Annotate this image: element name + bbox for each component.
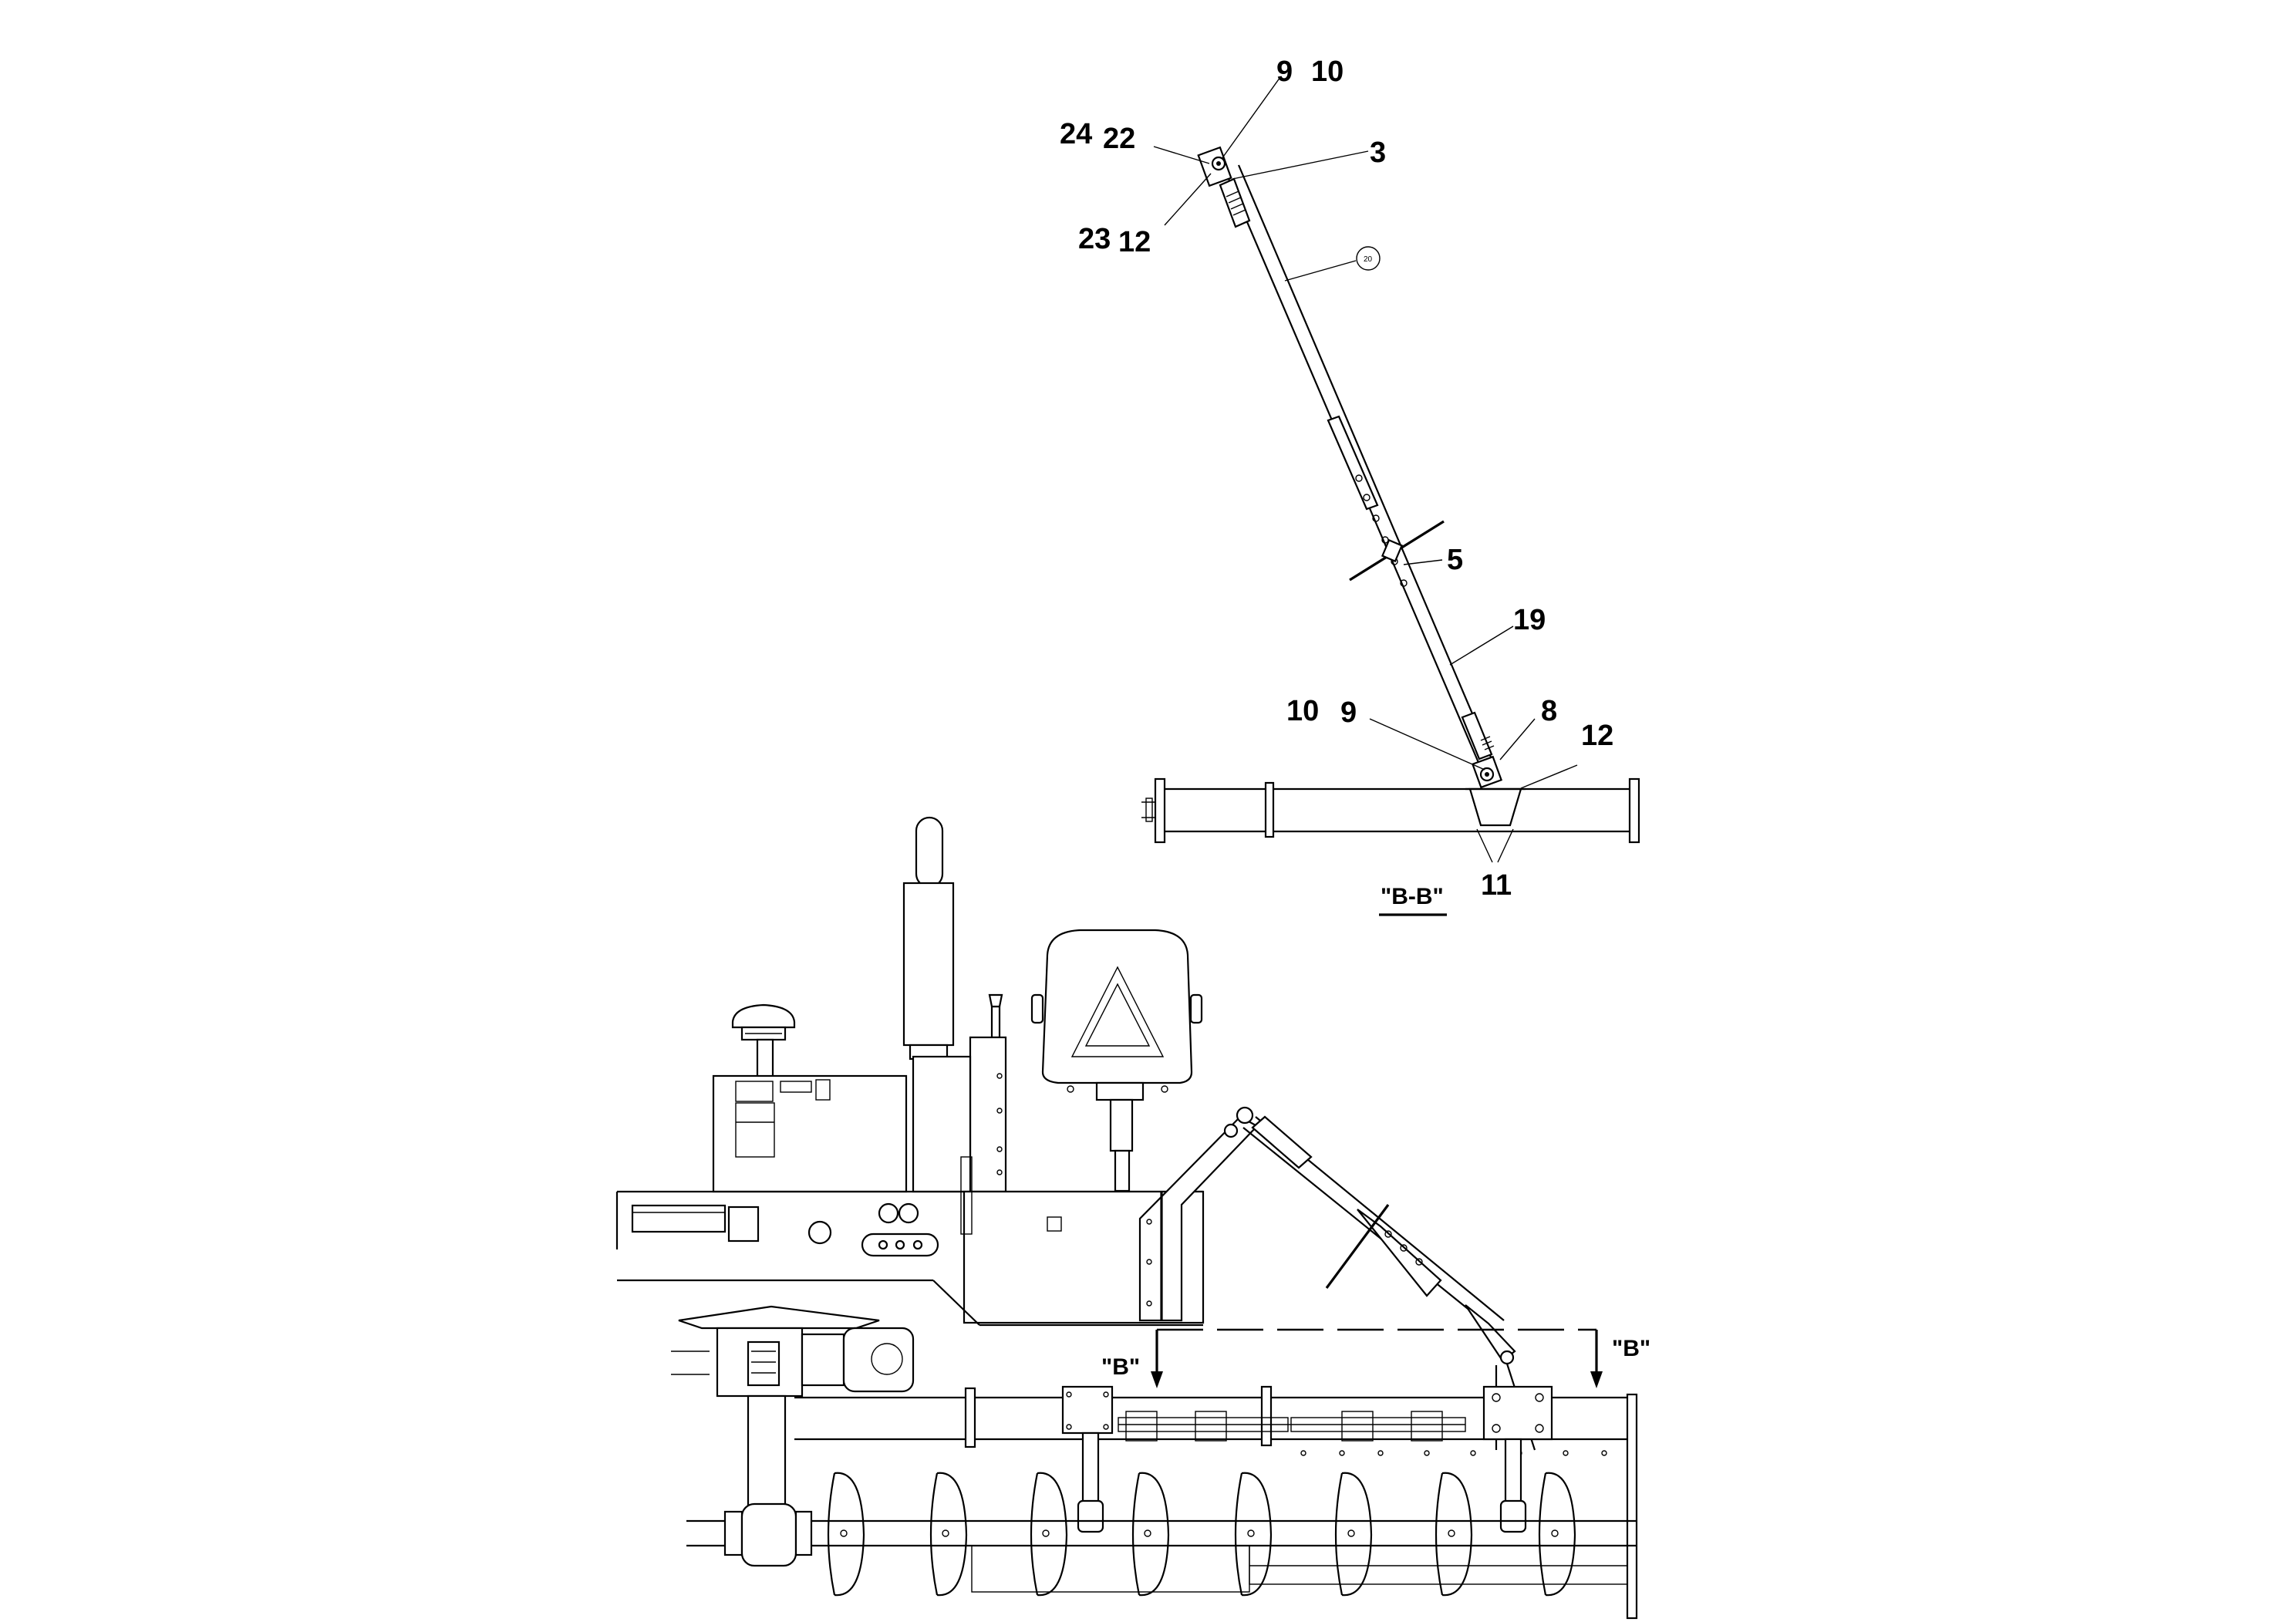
callout-12-bot: 12: [1581, 720, 1613, 752]
leader-lines: [1153, 76, 1578, 863]
callout-5: 5: [1447, 544, 1463, 576]
callout-19: 19: [1513, 604, 1546, 636]
extension-arm: [1219, 164, 1498, 776]
exhaust-stack: [902, 816, 955, 1061]
operator-seat: [1030, 929, 1203, 1192]
callout-11: 11: [1481, 869, 1512, 902]
bottom-clevis: [1471, 755, 1503, 789]
flight-bolts: [840, 1529, 1559, 1537]
callout-20: 20: [1364, 255, 1373, 264]
section-b-b-detail: 9 10 24 22 3 23 12 20 5 19 10 9 8 12 11 …: [1060, 56, 1640, 916]
callout-9-bot: 9: [1340, 696, 1357, 729]
callout-12-top: 12: [1118, 226, 1151, 258]
auger-shaft: [686, 1502, 1637, 1593]
auger-flights: [827, 1472, 1576, 1597]
callout-9-top: 9: [1276, 56, 1293, 88]
paver-side-view: "B" "B": [615, 816, 1650, 1620]
air-cleaner-cap: [731, 1003, 796, 1081]
pivot-bracket: [1465, 787, 1526, 827]
callout-24: 24: [1060, 118, 1092, 150]
engine-hood: [712, 1074, 908, 1193]
callout-23: 23: [1078, 223, 1111, 255]
callout-22: 22: [1103, 123, 1135, 155]
thread-marks-bottom: [1480, 736, 1495, 750]
lower-extension-arm: [1242, 1115, 1536, 1451]
callout-10-bot: 10: [1286, 695, 1319, 727]
auger-drive: [671, 1305, 915, 1513]
control-console: [912, 993, 1007, 1193]
section-marker-left: "B": [1101, 1354, 1140, 1380]
section-title: "B-B": [1381, 884, 1444, 909]
thread-marks-top: [1226, 191, 1246, 216]
callout-3: 3: [1370, 137, 1386, 169]
callout-8: 8: [1541, 695, 1557, 727]
auger-hangers: [1077, 1431, 1527, 1533]
beam-section: [1141, 777, 1640, 844]
section-cut-line: "B" "B": [1101, 1328, 1650, 1388]
callout-20-balloon: 20: [1356, 246, 1381, 271]
section-marker-right: "B": [1612, 1336, 1650, 1361]
callout-10-top: 10: [1311, 56, 1344, 88]
auger-beam: [794, 1385, 1638, 1620]
